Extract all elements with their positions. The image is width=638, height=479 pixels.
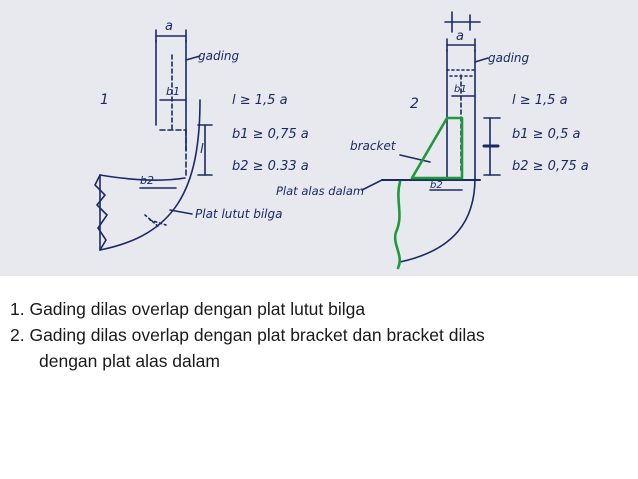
right-dim-b1-label: b1 bbox=[454, 84, 467, 95]
left-rule-b1: b1 ≥ 0,75 a bbox=[232, 127, 309, 142]
left-dim-b1-label: b1 bbox=[166, 85, 180, 98]
right-bracket-label: bracket bbox=[350, 139, 397, 153]
left-dim-a-label: a bbox=[165, 19, 173, 34]
caption-list: 1. Gading dilas overlap dengan plat lutu… bbox=[10, 296, 630, 374]
left-weld-dots bbox=[144, 214, 167, 229]
left-rule-l: l ≥ 1,5 a bbox=[232, 93, 288, 108]
left-number: 1 bbox=[100, 92, 109, 108]
right-top-marker bbox=[444, 11, 481, 33]
sketch-svg: 1 a gading b1 l b2 l ≥ 1,5 a b1 ≥ 0,75 a… bbox=[94, 11, 589, 270]
left-frame-leader bbox=[185, 55, 201, 61]
left-dim-a-ticks bbox=[155, 29, 187, 43]
right-rule-l: l ≥ 1,5 a bbox=[512, 93, 568, 108]
left-plate-label: Plat lutut bilga bbox=[195, 207, 282, 221]
left-frame-label: gading bbox=[198, 49, 240, 63]
right-innerbottom-leader bbox=[361, 179, 383, 191]
right-dim-a-label: a bbox=[456, 29, 464, 44]
left-dim-l-ticks bbox=[197, 124, 213, 176]
right-hull-curve bbox=[399, 177, 476, 263]
right-frame-cap bbox=[446, 69, 476, 77]
caption-item-2: 2. Gading dilas overlap dengan plat brac… bbox=[10, 325, 485, 345]
caption-item-2-continued: dengan plat alas dalam bbox=[39, 351, 220, 371]
left-inner-line bbox=[99, 174, 186, 181]
caption-item-1: 1. Gading dilas overlap dengan plat lutu… bbox=[10, 299, 366, 319]
right-number: 2 bbox=[410, 96, 419, 112]
right-bracket-plate bbox=[410, 116, 464, 180]
right-dim-b2-label: b2 bbox=[430, 180, 443, 191]
left-hull-curve bbox=[99, 99, 201, 251]
right-inner-bottom-label: Plat alas dalam bbox=[276, 184, 364, 198]
left-break-line bbox=[94, 174, 109, 251]
right-bracket-leader bbox=[399, 154, 431, 163]
right-dim-a-ticks bbox=[446, 38, 476, 52]
left-dim-l-label: l bbox=[200, 142, 204, 157]
right-dim-l-ticks bbox=[483, 117, 501, 176]
right-frame-leader bbox=[474, 57, 489, 63]
right-rule-b2: b2 ≥ 0,75 a bbox=[512, 159, 589, 174]
left-plate-leader bbox=[169, 209, 193, 215]
right-frame-label: gading bbox=[488, 51, 530, 65]
right-break-line bbox=[393, 180, 402, 270]
sketch-figure: 1 a gading b1 l b2 l ≥ 1,5 a b1 ≥ 0,75 a… bbox=[0, 0, 638, 276]
right-rule-b1: b1 ≥ 0,5 a bbox=[512, 127, 580, 142]
left-dim-b2-label: b2 bbox=[140, 174, 154, 187]
left-rule-b2: b2 ≥ 0.33 a bbox=[232, 159, 309, 174]
